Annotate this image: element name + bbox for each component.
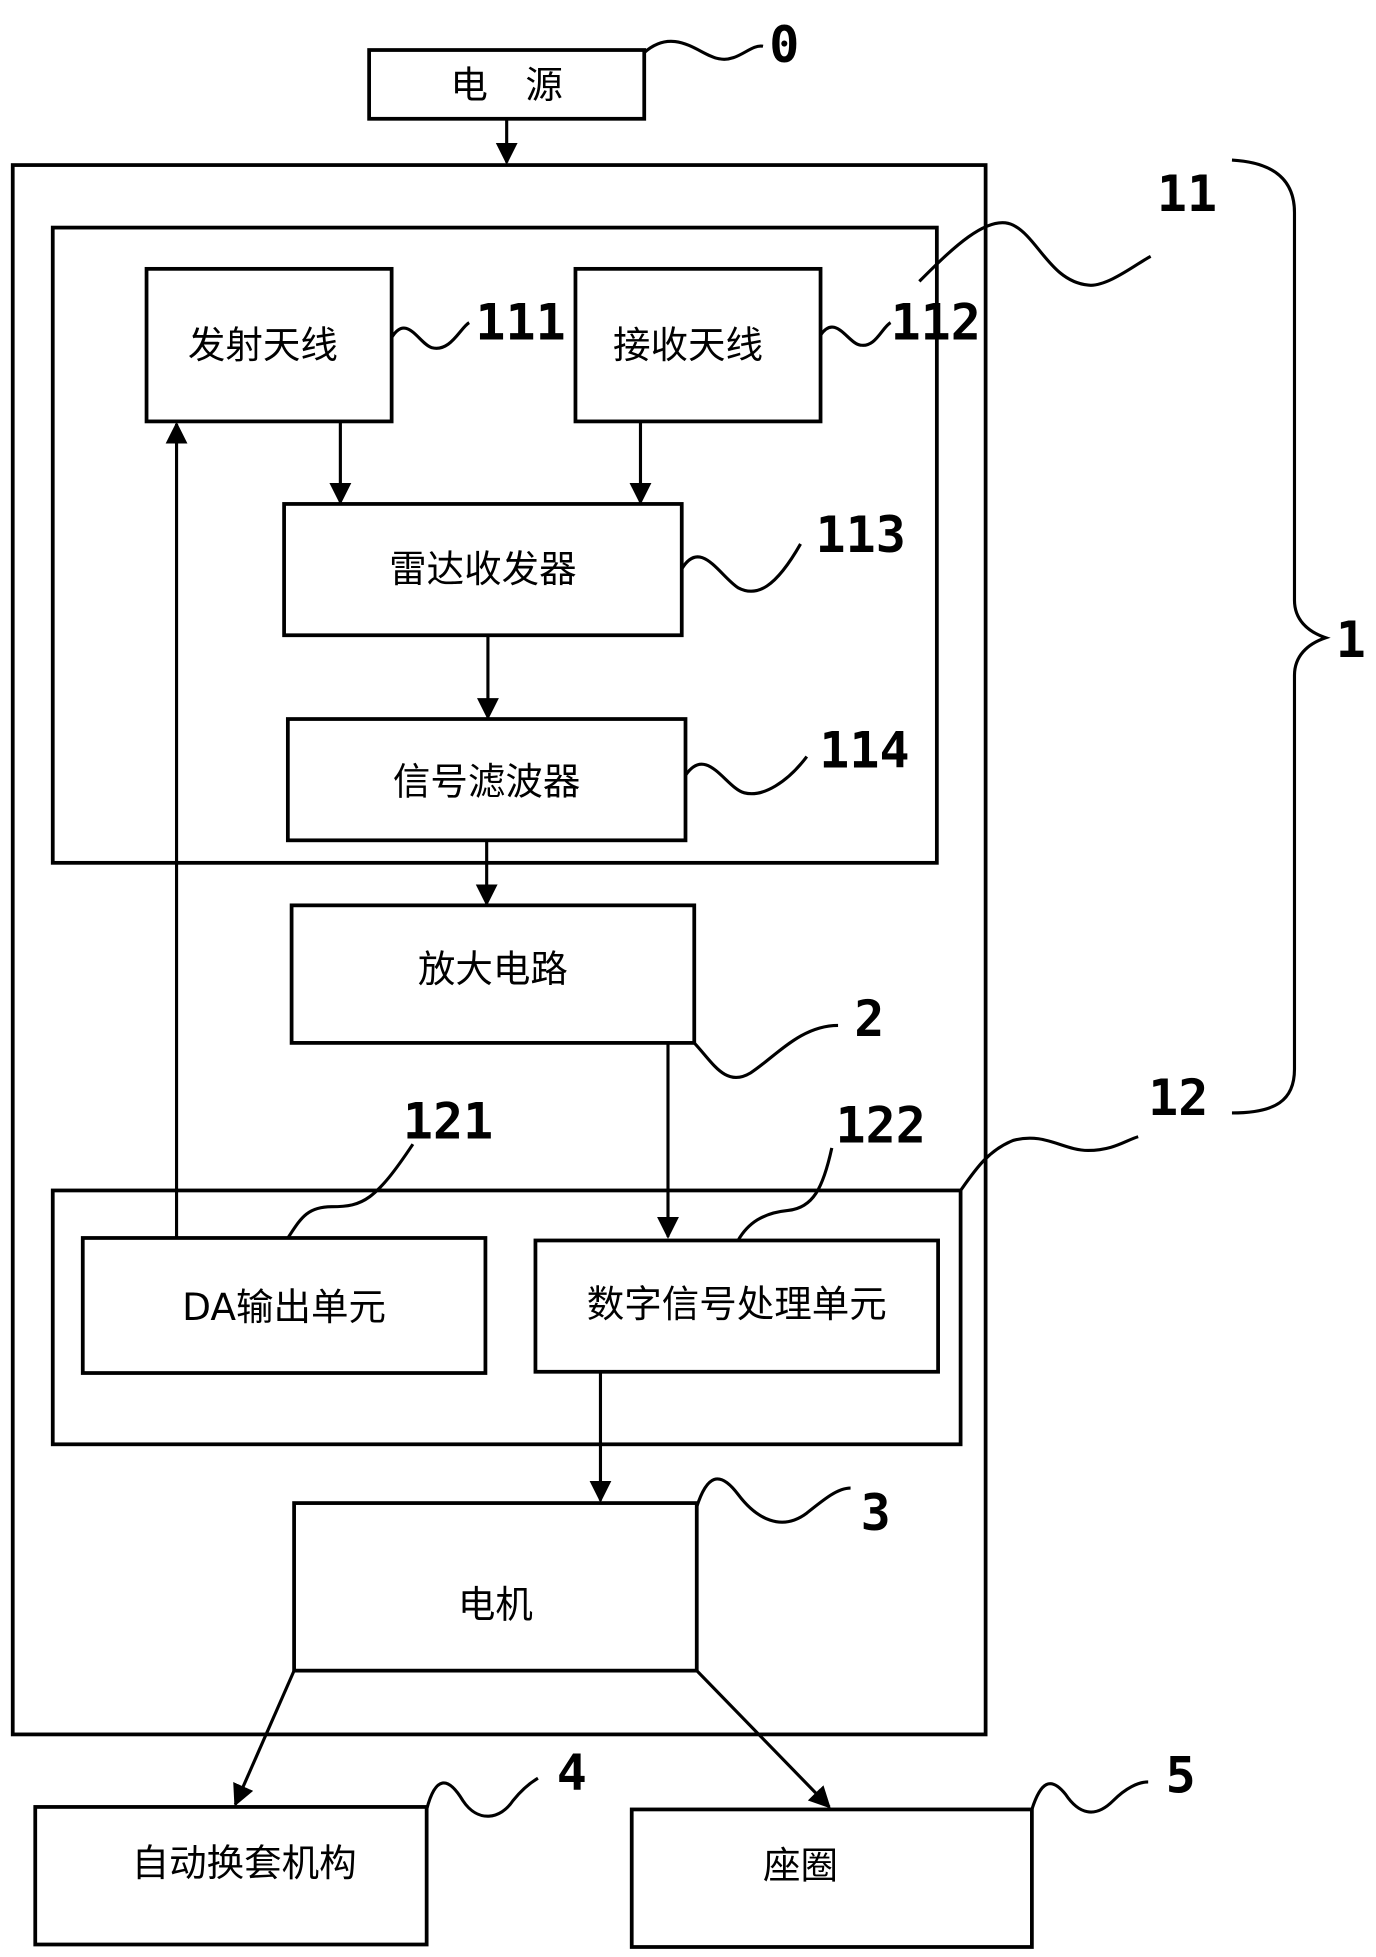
dsp-unit-block: 数字信号处理单元 [533, 1238, 940, 1374]
main-housing-frame [10, 163, 988, 1737]
amplifier-label: 放大电路 [418, 947, 568, 991]
ref-number-5: 5 [1166, 1747, 1196, 1805]
power-block: 电 源 [367, 48, 647, 121]
tx-antenna-label: 发射天线 [188, 323, 338, 367]
ref-number-3: 3 [861, 1484, 891, 1542]
ref-number-112: 112 [891, 294, 981, 352]
auto-cover-changer-block: 自动换套机构 [33, 1805, 429, 1947]
bracket-1 [1231, 158, 1331, 1115]
dsp-unit-label: 数字信号处理单元 [587, 1282, 887, 1326]
motor-to-seat-ring-arrow [695, 1669, 831, 1809]
seat-ring-block: 座圈 [629, 1807, 1034, 1949]
ref-number-1: 1 [1336, 611, 1366, 669]
signal-filter-block: 信号滤波器 [285, 717, 688, 843]
radar-transceiver-block: 雷达收发器 [282, 502, 684, 638]
amplifier-block: 放大电路 [289, 903, 697, 1045]
ref-number-11: 11 [1157, 165, 1217, 223]
seat-ring-label: 座圈 [763, 1844, 838, 1888]
motor-block: 电机 [292, 1501, 699, 1673]
ref-number-12: 12 [1148, 1069, 1208, 1127]
ref-number-2: 2 [854, 990, 884, 1048]
tx-antenna-block: 发射天线 [144, 266, 394, 424]
signal-filter-label: 信号滤波器 [393, 760, 581, 804]
leader-line-2 [693, 1023, 839, 1080]
ref-number-0: 0 [769, 16, 799, 74]
ref-number-111: 111 [475, 294, 565, 352]
leader-line-112 [819, 321, 892, 347]
auto-cover-changer-label: 自动换套机构 [132, 1841, 357, 1885]
motor-label: 电机 [458, 1582, 533, 1626]
da-output-label: DA输出单元 [182, 1285, 386, 1329]
ref-number-121: 121 [403, 1093, 493, 1151]
leader-line-0 [643, 39, 764, 61]
leader-line-4 [425, 1776, 539, 1818]
leader-line-111 [390, 321, 471, 350]
leader-line-3 [695, 1477, 851, 1524]
leader-line-122 [736, 1147, 834, 1242]
leader-line-12 [959, 1135, 1139, 1192]
power-label: 电 源 [450, 63, 563, 107]
radar-module-frame [50, 225, 939, 865]
leader-line-114 [684, 755, 809, 796]
motor-to-cover-changer-arrow [233, 1670, 296, 1807]
ref-number-114: 114 [819, 721, 909, 779]
rx-antenna-label: 接收天线 [613, 323, 763, 367]
ref-number-122: 122 [836, 1096, 926, 1154]
control-module-frame [50, 1188, 963, 1447]
leader-line-11 [918, 221, 1152, 287]
leader-line-113 [680, 543, 802, 593]
da-output-block: DA输出单元 [80, 1236, 488, 1375]
ref-number-113: 113 [816, 506, 906, 564]
ref-number-4: 4 [557, 1744, 587, 1802]
leader-line-5 [1030, 1780, 1149, 1814]
rx-antenna-block: 接收天线 [573, 266, 823, 424]
leader-line-121 [286, 1143, 415, 1239]
radar-transceiver-label: 雷达收发器 [389, 547, 576, 591]
